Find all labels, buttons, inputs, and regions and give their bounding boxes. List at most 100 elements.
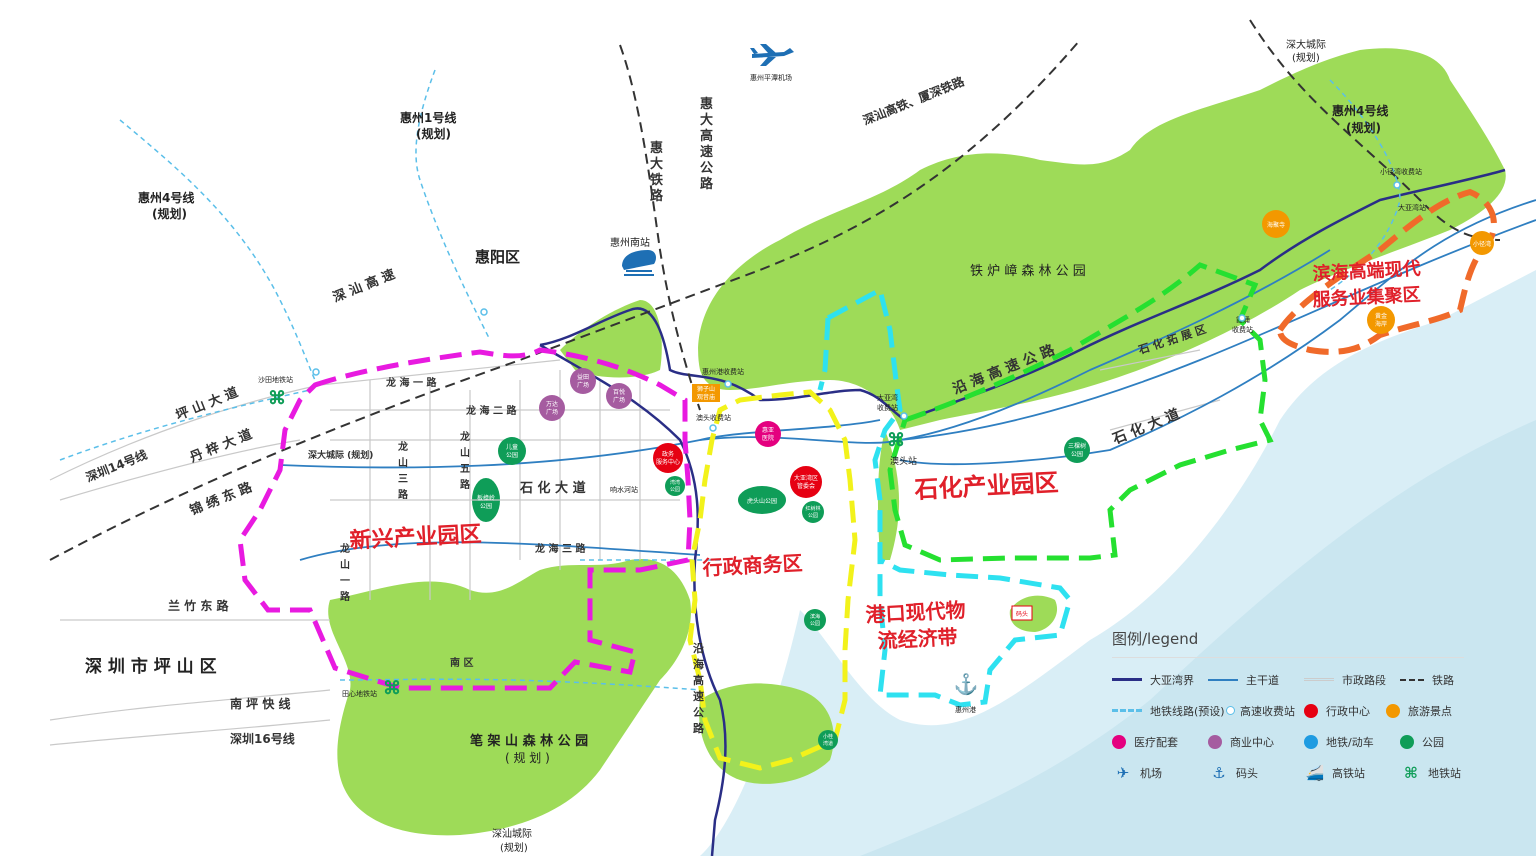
train-icon[interactable]	[622, 250, 656, 276]
airplane-icon[interactable]	[750, 44, 794, 66]
poi-hutou[interactable]: 虎头山公园	[747, 497, 777, 505]
svg-text:公园: 公园	[506, 452, 518, 459]
svg-text:公园: 公园	[1071, 451, 1083, 458]
road-nanqu: 南 区	[450, 656, 473, 669]
svg-text:大: 大	[700, 112, 713, 128]
metro-icon[interactable]: ⌘	[383, 678, 401, 698]
svg-text:大: 大	[650, 156, 663, 172]
svg-text:海聚寺: 海聚寺	[1267, 221, 1285, 229]
legend-item: ⚓码头	[1208, 764, 1304, 782]
legend-item: ✈机场	[1112, 764, 1208, 782]
legend-title: 图例/legend	[1112, 628, 1464, 658]
zone-boundary-shihua	[887, 262, 1274, 563]
dayawan-toll-label-1: 大亚湾	[877, 393, 898, 402]
legend-item: 大亚湾界	[1112, 672, 1208, 688]
svg-text:湾湾: 湾湾	[670, 479, 680, 486]
svg-text:儿童: 儿童	[506, 443, 518, 451]
poi-xiaojing[interactable]: 小径湾	[1470, 231, 1494, 255]
legend-item: 地铁线路(预设)	[1112, 703, 1226, 719]
sz14-label: 深圳14号线	[84, 447, 150, 485]
svg-text:⌘: ⌘	[383, 678, 401, 698]
sea-shade	[860, 420, 1536, 856]
svg-text:管委会: 管委会	[797, 482, 815, 490]
svg-text:路: 路	[700, 176, 714, 192]
metro-icon[interactable]: ⌘	[887, 430, 905, 450]
anchor-icon[interactable]: ⚓	[954, 672, 979, 696]
metro4w-label: 惠州4号线	[138, 190, 194, 205]
zone-label-xingzheng: 行政商务区	[701, 551, 803, 580]
road-network	[49, 349, 1221, 746]
svg-text:虎头山公园: 虎头山公园	[747, 497, 777, 505]
poi-haiju[interactable]: 海聚寺	[1262, 210, 1290, 238]
road-sdcj: 深大城际 (规划)	[308, 449, 373, 461]
szcj-note: (规划)	[500, 841, 528, 854]
sdcj-ne-note: (规划)	[1292, 51, 1320, 64]
xiangshui-label: 响水河站	[610, 485, 638, 494]
zone-boundary-xingzheng	[687, 389, 858, 771]
svg-text:山: 山	[398, 456, 408, 469]
svg-text:山: 山	[460, 446, 470, 459]
zone-label-gangkou-1: 港口现代物	[865, 598, 966, 627]
legend-row-3: 医疗配套 商业中心 地铁/动车 公园	[1112, 726, 1532, 757]
road-nanping: 南 坪 快 线	[230, 696, 291, 711]
legend-item: 行政中心	[1304, 703, 1386, 719]
svg-text:速: 速	[693, 689, 704, 703]
svg-text:板樟岭: 板樟岭	[477, 494, 495, 502]
park-bijiashan	[328, 559, 691, 836]
aotou-station-label: 澳头站	[890, 455, 917, 467]
zone-boundary-xinxing	[237, 347, 693, 691]
svg-text:百悦: 百悦	[613, 388, 625, 396]
svg-text:湾道: 湾道	[823, 740, 833, 747]
dayawan-boundary-south	[539, 343, 727, 856]
svg-text:政务: 政务	[662, 450, 674, 458]
metro-icon[interactable]: ⌘	[268, 388, 286, 408]
svg-text:广场: 广场	[546, 408, 558, 416]
road-longhai1: 龙 海 一 路	[385, 376, 437, 389]
park-label-tielu: 铁 炉 嶂 森 林 公 园	[970, 264, 1086, 279]
svg-text:黄金: 黄金	[1375, 312, 1387, 320]
svg-text:广场: 广场	[613, 396, 625, 404]
park-tieluzhang	[698, 48, 1506, 430]
zone-boundary-binhai	[1276, 188, 1497, 355]
svg-text:路: 路	[460, 478, 471, 491]
legend-item: 商业中心	[1208, 734, 1304, 750]
port-label: 惠州港	[955, 705, 976, 714]
svg-text:公园: 公园	[810, 621, 820, 627]
legend-row-2: 地铁线路(预设) 高速收费站 行政中心 旅游景点	[1112, 695, 1532, 726]
svg-text:红树林: 红树林	[805, 505, 820, 512]
svg-text:医院: 医院	[762, 434, 774, 442]
svg-text:狮子山: 狮子山	[697, 385, 715, 393]
metro4w-note: (规划)	[152, 206, 187, 221]
xiaojingwan-toll-label: 小径湾收费站	[1380, 167, 1422, 176]
dayawan-station-label: 大亚湾站	[1398, 203, 1426, 212]
svg-text:大亚湾区: 大亚湾区	[794, 474, 818, 482]
svg-text:广场: 广场	[577, 381, 589, 389]
aotou-toll-label: 澳头收费站	[696, 413, 731, 422]
legend-item: 医疗配套	[1112, 734, 1208, 750]
svg-text:海岸: 海岸	[1375, 320, 1387, 328]
svg-text:路: 路	[398, 488, 409, 501]
shantou-hsr-label: 深汕高铁、厦深铁路	[861, 73, 968, 128]
zone-label-xinxing: 新兴产业园区	[349, 521, 482, 554]
svg-text:公园: 公园	[670, 487, 680, 493]
legend-row-1: 大亚湾界 主干道 市政路段 铁路	[1112, 664, 1532, 695]
metro-icon: ⌘	[1404, 763, 1418, 782]
